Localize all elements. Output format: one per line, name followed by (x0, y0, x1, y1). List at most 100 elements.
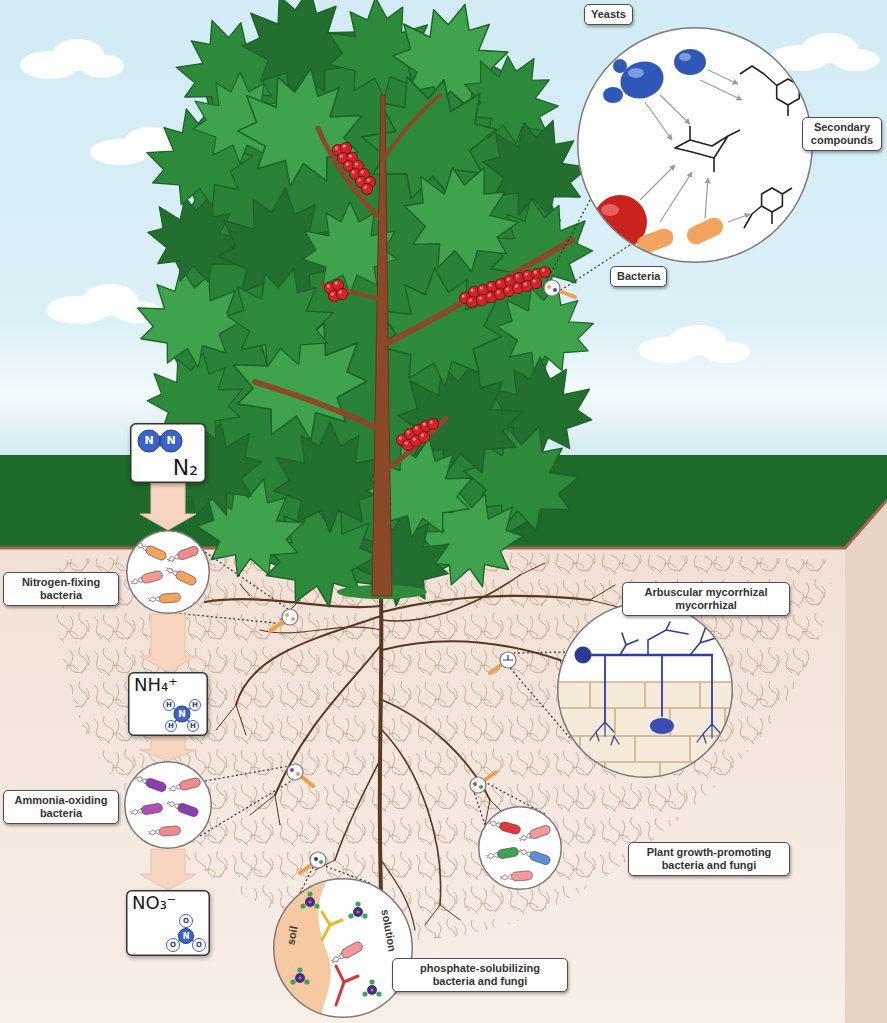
tree-trunk (383, 95, 440, 160)
magnifier (319, 860, 323, 864)
growth-zoom (488, 818, 521, 835)
tree-crown (130, 0, 603, 617)
callout-label: Ammonia-oxiding bacteria (3, 790, 119, 824)
formula-text: NO₃⁻ (132, 893, 176, 914)
root (216, 563, 630, 925)
yeast-zoom (744, 188, 792, 228)
yeast-zoom (578, 28, 812, 262)
growth-zoom (479, 807, 561, 889)
magnifier (291, 617, 295, 621)
root (236, 616, 381, 705)
atom-sphere (167, 939, 180, 952)
growth-zoom (518, 846, 551, 865)
berry-cluster (324, 142, 550, 450)
mycorrhiza-zoom (555, 603, 737, 790)
formula-text: N₂ (173, 455, 198, 480)
atom-sphere (166, 721, 177, 732)
nitrogen-zoom (130, 540, 200, 605)
root (335, 760, 380, 860)
region-label: soil (284, 925, 300, 946)
region-label: solution (378, 908, 398, 952)
phosphate-zoom (348, 901, 367, 918)
flow-arrow (140, 849, 196, 890)
phosphate-zoom (270, 875, 412, 1023)
yeast-zoom (640, 70, 750, 222)
cloud (702, 341, 750, 363)
growth-zoom (486, 818, 552, 882)
magnifier (282, 609, 298, 625)
magnifier (296, 772, 300, 776)
circle-outline (479, 807, 562, 890)
ammonia-zoom (166, 798, 199, 817)
atom-symbol: H (164, 700, 175, 711)
circle-outline (578, 28, 813, 263)
yeast-zoom (603, 87, 623, 103)
ammonia-zoom (148, 826, 181, 838)
yeast-zoom (675, 126, 740, 172)
mycorrhiza-zoom (605, 655, 712, 724)
phosphate-zoom (270, 875, 331, 1023)
circle-outline (126, 530, 210, 614)
leader-line (200, 766, 293, 836)
circle-outline (478, 806, 562, 890)
phosphate-zoom (290, 967, 309, 984)
atom-sphere (180, 915, 193, 928)
magnifier (314, 857, 318, 861)
nitrogen-zoom (127, 531, 209, 613)
berry-cluster (361, 183, 372, 194)
ground (0, 455, 887, 1023)
magnifier (479, 785, 483, 789)
zoom-circle: Arbuscular mycorrhizal mycorrhizal (557, 602, 733, 778)
root (382, 641, 560, 660)
ammonia-zoom (125, 762, 211, 848)
formula-box: NH₄⁺NHHHH (128, 672, 208, 736)
atom-symbol: N (174, 706, 190, 722)
formula-text: NH₄⁺ (134, 675, 178, 696)
yeast-zoom (660, 95, 690, 124)
mycorrhiza-zoom (580, 682, 725, 790)
zoom-circle: Ammonia-oxiding bacteria (124, 761, 212, 849)
nitrogen-zoom (166, 545, 199, 564)
callout-label: Nitrogen-fixing bacteria (3, 572, 119, 606)
magnifier (485, 772, 496, 780)
atom-sphere (190, 700, 201, 711)
atom-sphere (188, 721, 199, 732)
yeast-zoom (601, 204, 619, 216)
callout-label: Bacteria (610, 266, 667, 287)
circle-outline (577, 27, 813, 263)
yeast-zoom (634, 226, 676, 256)
callout-label: Arbuscular mycorrhizal mycorrhizal (622, 582, 790, 616)
formula-box: N₂NN (130, 423, 206, 483)
mycorrhiza-zoom (590, 622, 730, 747)
growth-zoom (518, 824, 551, 843)
circle-outline (557, 602, 733, 778)
magnifier (470, 777, 486, 793)
zoom-circle: Nitrogen-fixing bacteria (126, 530, 210, 614)
magnifier (290, 768, 294, 772)
tree-trunk (255, 95, 572, 599)
box-outline (127, 891, 210, 956)
tree-trunk (255, 382, 381, 430)
circle-outline (274, 879, 413, 1018)
callout-label: phosphate-solubilizing bacteria and fung… (392, 958, 568, 992)
magnifier (473, 782, 477, 786)
phosphate-zoom (322, 912, 342, 940)
atom-sphere (174, 706, 190, 722)
magnifier (490, 665, 501, 673)
tree-trunk (386, 418, 446, 470)
magnifier (503, 655, 513, 660)
mycorrhiza-zoom (555, 682, 737, 782)
magnifier (270, 622, 283, 631)
magnifier (500, 652, 516, 668)
atom-sphere (138, 430, 160, 452)
magnifier (302, 777, 313, 786)
flow-arrow (140, 483, 196, 530)
formula-box: NO₃⁻NOOO (126, 890, 210, 956)
berry-cluster (418, 431, 429, 442)
root (382, 730, 441, 905)
mycorrhiza-zoom (555, 682, 737, 790)
ammonia-zoom (125, 762, 211, 848)
berry-cluster (427, 418, 438, 429)
ground (845, 500, 887, 1023)
magnifier (300, 865, 311, 873)
